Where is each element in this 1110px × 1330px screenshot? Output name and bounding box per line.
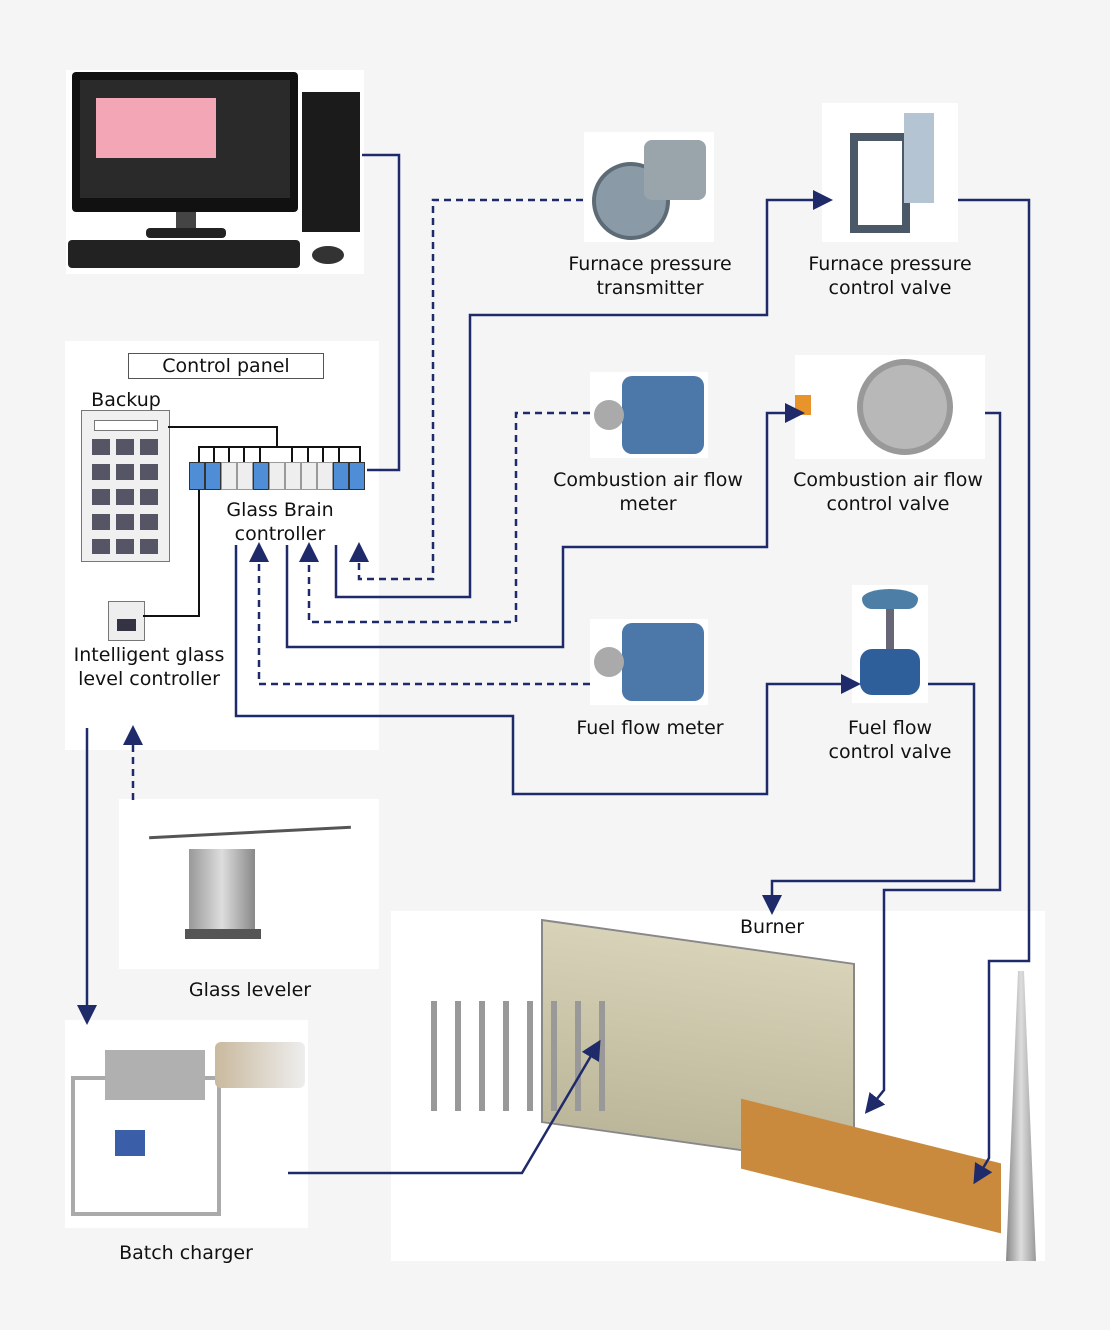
glass-leveler-label: Glass leveler [188, 979, 312, 1001]
fuel-flow-meter-label: Fuel flow meter [576, 717, 724, 739]
level-controller-to-controller-line [143, 490, 200, 617]
fuel-flow-control-valve-label: Fuel flow control valve [828, 717, 952, 763]
combustion-air-flow-meter-image [590, 372, 708, 458]
pressure-transmitter-signal-line [349, 198, 583, 581]
combustion-air-flow-meter-label: Combustion air flow meter [553, 469, 743, 515]
pressure-valve-signal-line [334, 190, 833, 599]
batch-charger-to-furnace-line [288, 1039, 601, 1175]
batch-charger-image [65, 1020, 308, 1228]
glass-brain-controller-modules [189, 462, 365, 490]
furnace-pressure-transmitter-image [584, 132, 714, 242]
glass-furnace-image [391, 911, 1045, 1261]
pressure-valve-to-furnace-line [958, 198, 1031, 1185]
air-valve-to-furnace-line [864, 411, 1002, 1114]
furnace-pressure-control-valve-image [822, 103, 958, 242]
fuel-flow-meter-signal-line [249, 542, 590, 686]
fuel-flow-meter-image [590, 619, 708, 705]
furnace-pressure-transmitter-label: Furnace pressure transmitter [568, 253, 732, 299]
control-panel-title: Control panel [128, 353, 324, 379]
fuel-valve-to-burner-line [762, 682, 976, 915]
glass-brain-controller-label: Glass Brain controller [226, 499, 334, 545]
air-flow-meter-signal-line [299, 411, 590, 624]
backup-panel-image [81, 410, 170, 562]
computer-to-controller-line [362, 153, 401, 472]
backup-label: Backup [91, 389, 161, 411]
combustion-air-flow-control-valve-image [795, 355, 985, 459]
batch-charger-label: Batch charger [119, 1242, 253, 1264]
hmi-computer-image [66, 70, 364, 274]
combustion-air-flow-control-valve-label: Combustion air flow control valve [793, 469, 983, 515]
intelligent-glass-level-controller-image [108, 601, 145, 641]
intelligent-glass-level-controller-label: Intelligent glass level controller [73, 644, 225, 690]
burner-label: Burner [739, 916, 805, 938]
air-valve-signal-line [285, 403, 805, 649]
fuel-flow-control-valve-image [852, 585, 928, 703]
furnace-pressure-control-valve-label: Furnace pressure control valve [808, 253, 972, 299]
fuel-valve-signal-line [234, 545, 861, 796]
glass-leveler-image [119, 799, 379, 969]
backup-to-controller-line [168, 426, 278, 447]
controller-bus-line [198, 446, 361, 462]
